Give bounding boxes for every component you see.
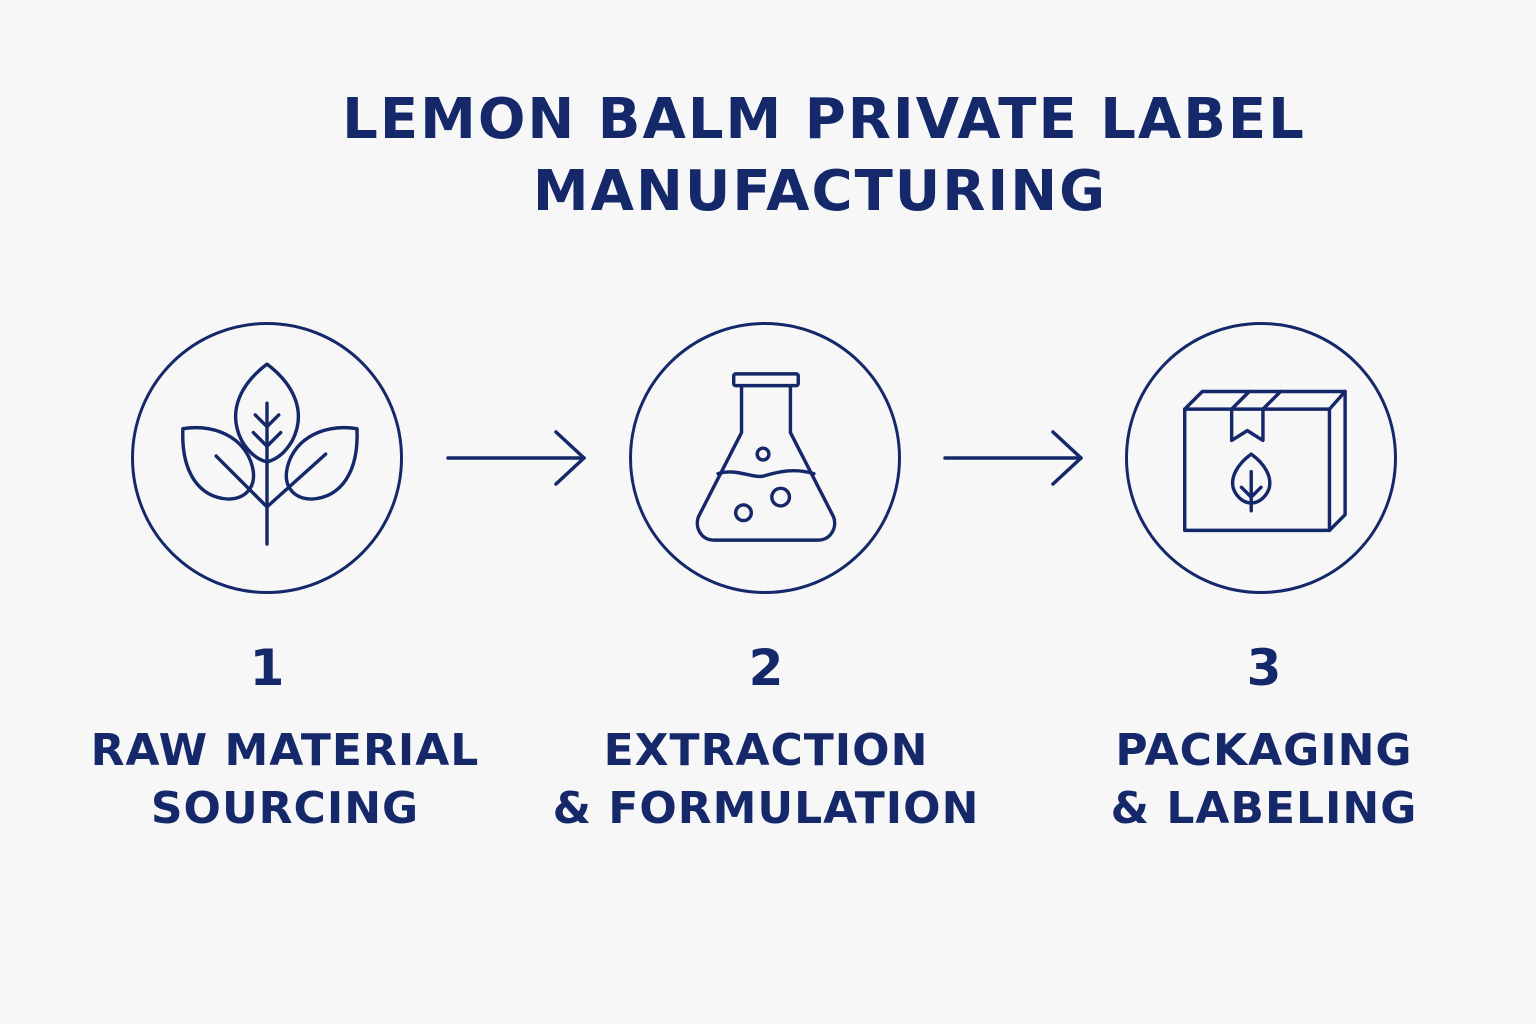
arrow-right-icon	[446, 430, 586, 486]
flask-icon	[695, 372, 837, 542]
arrow-right-icon	[943, 430, 1083, 486]
title-line-1: LEMON BALM PRIVATE LABEL	[342, 87, 1306, 152]
step-2-number: 2	[748, 639, 784, 697]
package-icon	[1183, 389, 1347, 533]
step-3-label-line-2: & LABELING	[1110, 783, 1418, 834]
step-3-circle	[1125, 322, 1397, 594]
step-3-label: PACKAGING & LABELING	[1044, 722, 1484, 838]
step-2-label-line-2: & FORMULATION	[552, 783, 980, 834]
leaves-icon	[181, 362, 359, 546]
step-3-label-line-1: PACKAGING	[1115, 725, 1413, 776]
step-1-label-line-2: SOURCING	[150, 783, 420, 834]
step-1-circle	[131, 322, 403, 594]
title-line-2: MANUFACTURING	[532, 159, 1108, 224]
step-1-label-line-1: RAW MATERIAL	[90, 725, 480, 776]
diagram-title: LEMON BALM PRIVATE LABEL MANUFACTURING	[0, 84, 1536, 228]
step-2-label-line-1: EXTRACTION	[603, 725, 929, 776]
step-2-circle	[629, 322, 901, 594]
step-1-number: 1	[249, 639, 285, 697]
step-2-label: EXTRACTION & FORMULATION	[546, 722, 986, 838]
step-1-label: RAW MATERIAL SOURCING	[65, 722, 505, 838]
step-3-number: 3	[1246, 639, 1282, 697]
